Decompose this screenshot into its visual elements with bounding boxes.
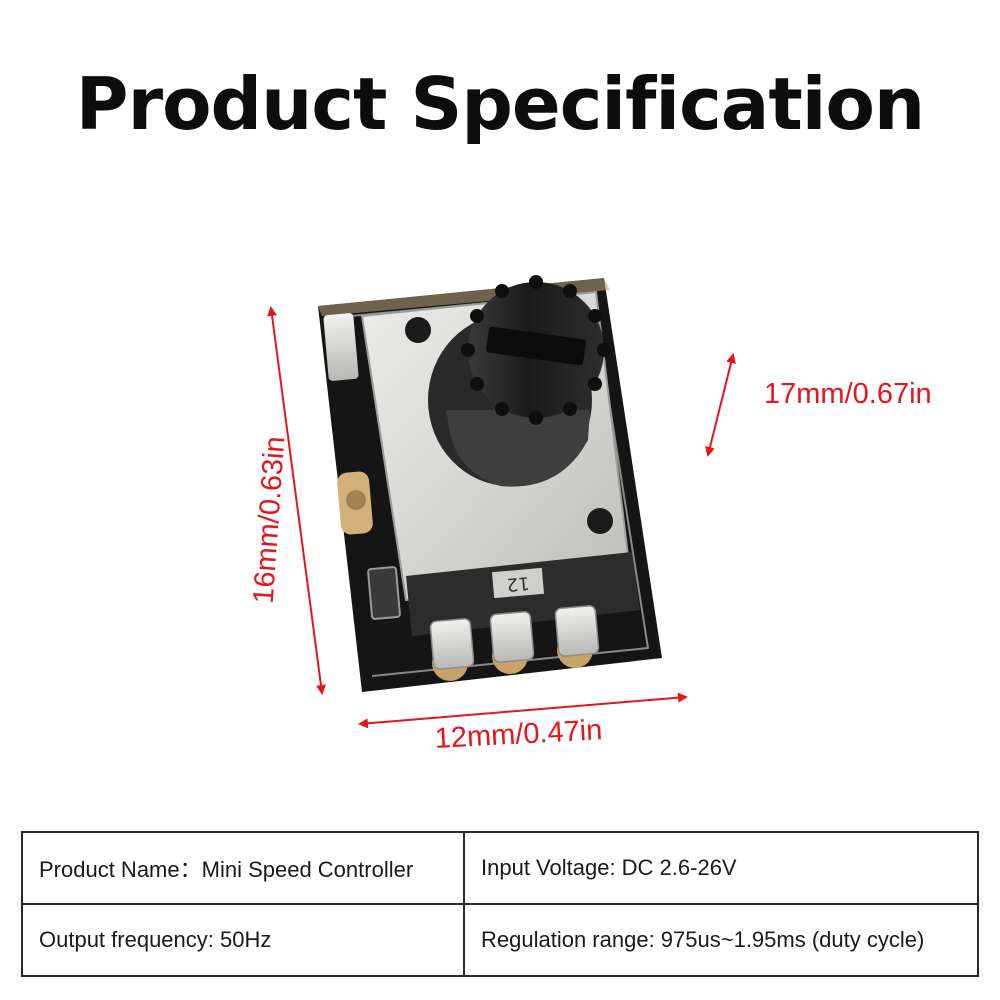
knurled-knob: [461, 275, 611, 425]
product-photo: 12: [267, 275, 736, 729]
dimension-arrow-width: [358, 692, 688, 729]
pin-middle: [489, 611, 535, 674]
solder-pad-middle-left: [337, 471, 373, 535]
spec-cell-regulation-range: Regulation range: 975us~1.95ms (duty cyc…: [463, 903, 979, 977]
pin-left: [429, 618, 475, 681]
table-row: Output frequency: 50Hz Regulation range:…: [21, 903, 979, 977]
pin-right: [554, 605, 600, 668]
dimension-arrow-height: [705, 353, 736, 457]
spec-cell-output-frequency: Output frequency: 50Hz: [21, 903, 465, 977]
potentiometer-marking: 12: [506, 572, 531, 595]
table-row: Product Name：Mini Speed Controller Input…: [21, 831, 979, 905]
spec-cell-input-voltage: Input Voltage: DC 2.6-26V: [463, 831, 979, 905]
dimension-label-height: 17mm/0.67in: [764, 378, 932, 410]
smd-component: [367, 566, 401, 620]
spec-table: Product Name：Mini Speed Controller Input…: [21, 831, 979, 977]
dimension-arrow-depth: [267, 306, 326, 695]
page-title: Product Specification: [75, 62, 925, 146]
spec-cell-product-name: Product Name：Mini Speed Controller: [21, 831, 465, 905]
solder-pad-top-left: [323, 313, 359, 381]
